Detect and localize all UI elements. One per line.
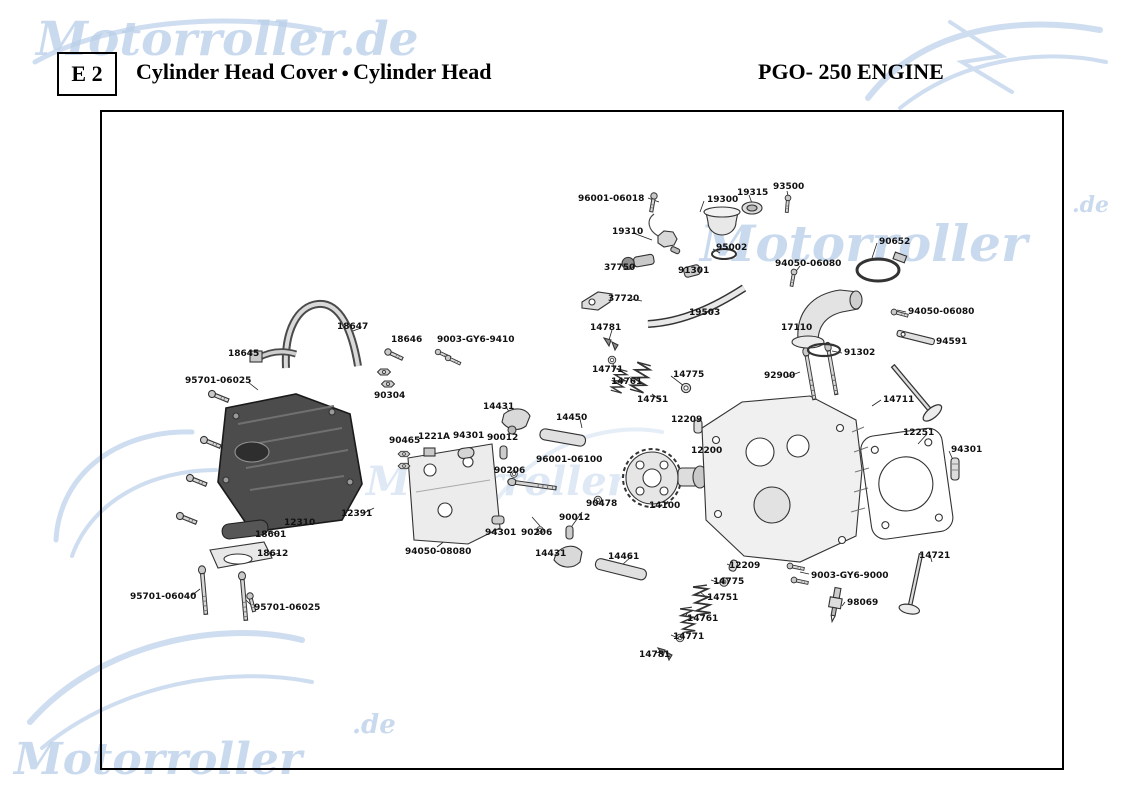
title-bullet: ● [341,65,350,80]
title-part1: Cylinder Head Cover [136,59,338,84]
title-part2: Cylinder Head [353,59,492,84]
watermark-text-mid-de: .de [1072,192,1110,218]
page-code: E 2 [57,52,117,96]
page-title: Cylinder Head Cover●Cylinder Head [136,59,491,85]
engine-label: PGO- 250 ENGINE [758,59,944,84]
diagram-frame [100,110,1064,770]
swoosh-top-right-3 [948,20,1014,94]
